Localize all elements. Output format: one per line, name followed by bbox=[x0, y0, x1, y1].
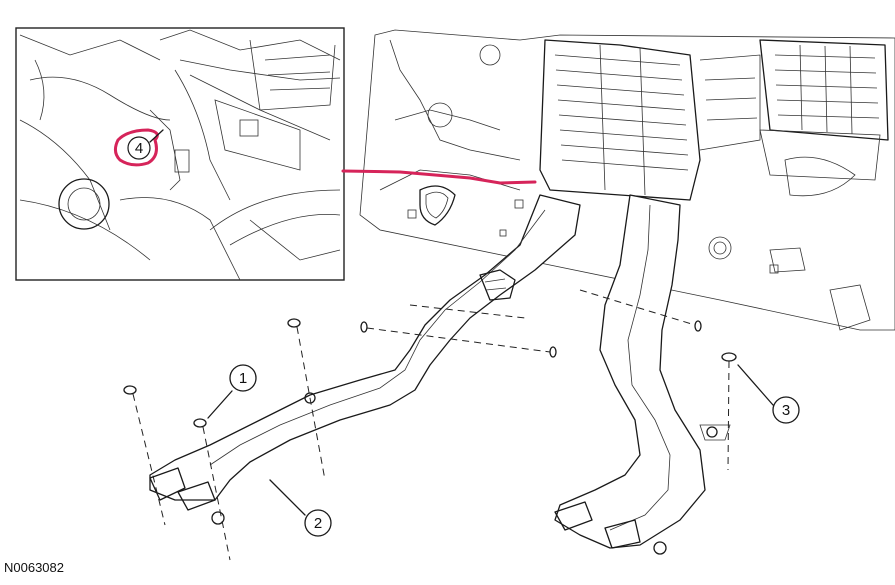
hvac-module bbox=[359, 29, 895, 331]
callout-3-label: 3 bbox=[782, 402, 790, 419]
callout-1: 1 bbox=[207, 364, 257, 419]
callout-2-label: 2 bbox=[314, 515, 322, 532]
push-pins bbox=[123, 289, 737, 561]
detail-highlight bbox=[113, 128, 537, 185]
inset-detail bbox=[15, 27, 345, 281]
callout-4-label: 4 bbox=[135, 140, 143, 157]
callout-3: 3 bbox=[737, 364, 800, 424]
callout-1-label: 1 bbox=[239, 370, 247, 387]
reference-code: N0063082 bbox=[4, 560, 64, 575]
callout-4: 4 bbox=[127, 129, 164, 160]
right-floor-duct bbox=[554, 194, 731, 555]
callout-2: 2 bbox=[269, 479, 332, 537]
